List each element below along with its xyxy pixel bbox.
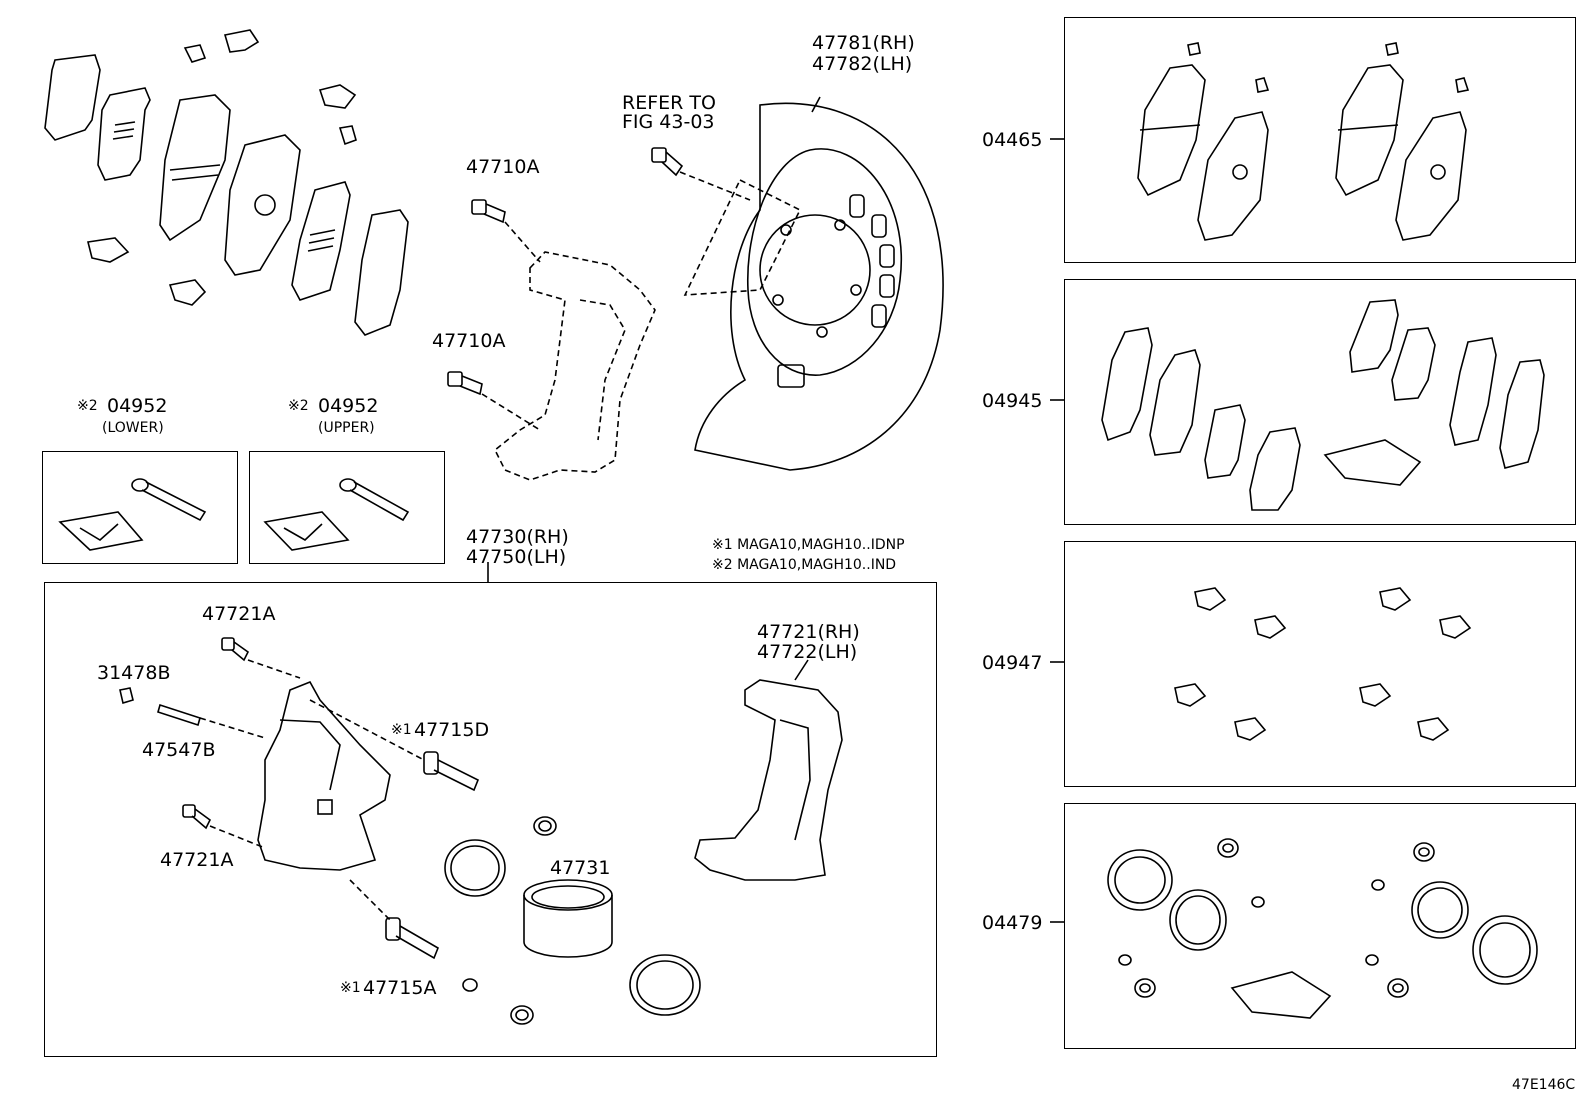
outer-shim-icon: [44, 54, 101, 141]
pad-clip-icon: [223, 29, 260, 53]
anti-squeal-shim-icon: [1101, 299, 1545, 511]
part-47721a-bottom-label[interactable]: 47721A: [160, 849, 234, 871]
piston-seal-icon: [444, 816, 701, 1025]
anti-squeal-shim-icon: [97, 87, 151, 181]
kit-04952-upper-box: [249, 451, 445, 564]
kit-04465-box: [1064, 17, 1576, 263]
kit-04479-box: [1064, 803, 1576, 1049]
part-47710a-top-label[interactable]: 47710A: [466, 156, 540, 178]
brake-pad-icon: [224, 134, 301, 276]
part-31478b-label[interactable]: 31478B: [97, 662, 171, 684]
part-47731-label[interactable]: 47731: [550, 857, 611, 879]
pad-clip-icon: [168, 279, 207, 306]
part-47721-rh-label[interactable]: 47721(RH): [757, 621, 860, 643]
pad-shim-group-icon: [44, 29, 409, 336]
brake-pad-icon: [1137, 42, 1470, 241]
bolt-icon: [119, 637, 250, 830]
fig-reference-link[interactable]: FIG 43-03: [622, 111, 715, 133]
slide-pin-icon: [131, 478, 410, 522]
kit-04947-label[interactable]: 04947: [982, 652, 1043, 674]
caliper-bracket-icon: [694, 679, 843, 881]
part-47782-lh-label[interactable]: 47782(LH): [812, 53, 913, 75]
note-marker-1: ※1: [340, 980, 361, 996]
part-47710a-bottom-label[interactable]: 47710A: [432, 330, 506, 352]
note-marker-1: ※1: [391, 722, 412, 738]
part-47722-lh-label[interactable]: 47722(LH): [757, 641, 858, 663]
anti-squeal-shim-icon: [291, 181, 351, 301]
kit-04952-lower-box: [42, 451, 238, 564]
grease-pack-icon: [1230, 439, 1422, 1019]
kit-04952-upper-note: (UPPER): [318, 420, 375, 436]
applicability-note-1: ※1 MAGA10,MAGH10..IDNP: [712, 537, 905, 553]
kit-04945-label[interactable]: 04945: [982, 390, 1043, 412]
bolt-icon: [447, 147, 684, 396]
kit-04952-lower-note: (LOWER): [102, 420, 164, 436]
piston-seal-icon: [1107, 838, 1538, 998]
part-47730-rh-label[interactable]: 47730(RH): [466, 526, 569, 548]
caliper-body-icon: [257, 680, 391, 871]
part-47781-rh-label[interactable]: 47781(RH): [812, 32, 915, 54]
grease-pack-icon: [58, 511, 350, 551]
part-47721a-top-label[interactable]: 47721A: [202, 603, 276, 625]
outer-shim-icon: [354, 209, 409, 336]
pad-clip-icon: [183, 44, 207, 63]
figure-id: 47E146C: [1512, 1077, 1576, 1093]
refer-to-label: REFER TO: [622, 92, 716, 114]
pad-clip-icon: [87, 237, 130, 263]
kit-04465-label[interactable]: 04465: [982, 129, 1043, 151]
applicability-note-2: ※2 MAGA10,MAGH10..IND: [712, 557, 897, 573]
kit-04945-box: [1064, 279, 1576, 525]
note-marker-2: ※2: [288, 398, 309, 414]
caliper-bracket-icon: [493, 251, 656, 481]
pad-clip-icon: [318, 84, 357, 109]
pad-clip-icon: [338, 125, 357, 146]
part-47715d-label[interactable]: 47715D: [414, 719, 490, 741]
kit-04947-box: [1064, 541, 1576, 787]
kit-04952-lower-label[interactable]: 04952: [107, 395, 168, 417]
part-47750-lh-label[interactable]: 47750(LH): [466, 546, 567, 568]
part-47715a-label[interactable]: 47715A: [363, 977, 437, 999]
caliper-assembly-box: [44, 582, 937, 1057]
brake-pad-icon: [159, 94, 231, 242]
kit-04479-label[interactable]: 04479: [982, 912, 1043, 934]
slide-pin-icon: [385, 751, 480, 960]
note-marker-2: ※2: [77, 398, 98, 414]
pad-clip-icon: [1174, 587, 1472, 741]
kit-04952-upper-label[interactable]: 04952: [318, 395, 379, 417]
part-47547b-label[interactable]: 47547B: [142, 739, 216, 761]
disc-dust-cover-icon: [694, 102, 944, 471]
piston-icon: [523, 879, 613, 958]
